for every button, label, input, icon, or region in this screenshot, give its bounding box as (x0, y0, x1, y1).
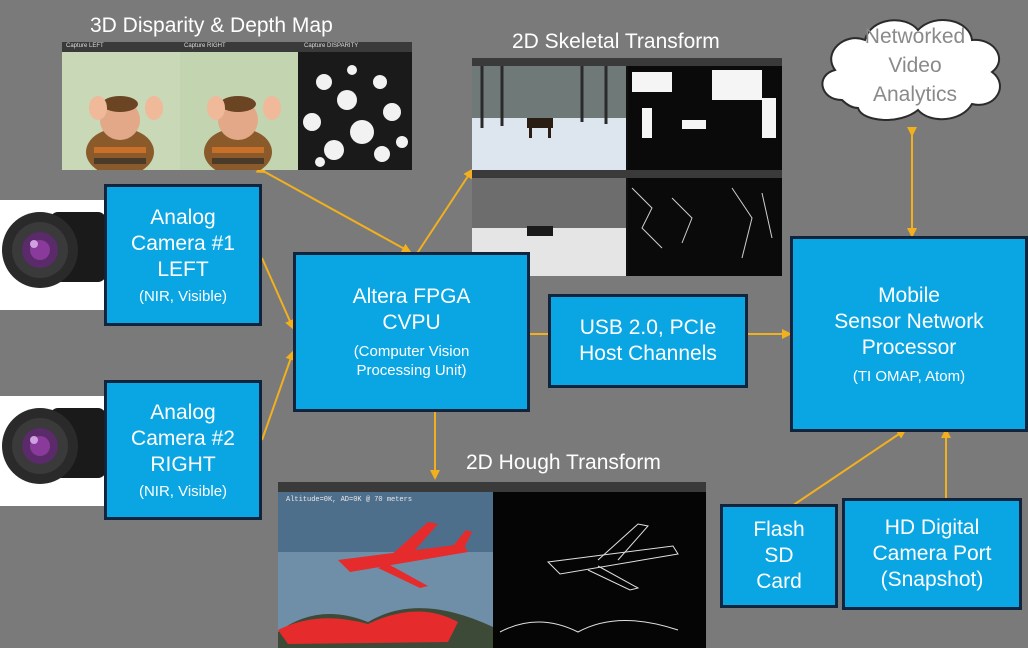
cloud-label: Networked Video Analytics (840, 22, 990, 109)
arrow-cam2-fpga (261, 350, 296, 441)
camera2-line2: Camera #2 (131, 426, 235, 450)
mobile-line1: Mobile (878, 283, 940, 307)
hdcam-line2: Camera Port (872, 542, 992, 565)
mobile-sensor-processor-box: Mobile Sensor Network Processor (TI OMAP… (790, 236, 1028, 432)
arrow-disparity-fpga (255, 163, 412, 253)
flash-line1: Flash (753, 518, 805, 541)
disparity-screenshot: Capture LEFT Capture RIGHT Capture DISPA… (62, 42, 412, 170)
camera2-line3: RIGHT (150, 452, 216, 476)
skeletal-screenshot (472, 58, 782, 276)
camera1-line3: LEFT (157, 257, 209, 281)
fpga-sub2: Processing Unit) (356, 362, 467, 379)
analog-camera-2-box: Analog Camera #2 RIGHT (NIR, Visible) (104, 380, 262, 520)
cloud-line1: Networked (864, 25, 966, 48)
arrow-flash-mobile (791, 428, 907, 507)
title-skeletal: 2D Skeletal Transform (512, 30, 720, 53)
mobile-sub: (TI OMAP, Atom) (852, 367, 966, 385)
title-disparity: 3D Disparity & Depth Map (90, 14, 333, 37)
camera2-sub: (NIR, Visible) (138, 482, 228, 500)
flash-line3: Card (756, 570, 802, 593)
analog-camera-1-box: Analog Camera #1 LEFT (NIR, Visible) (104, 184, 262, 326)
usb-line2: Host Channels (579, 342, 717, 365)
capture-right-label: Capture RIGHT (184, 43, 226, 49)
fpga-line1: Altera FPGA (352, 285, 471, 308)
flash-line2: SD (764, 544, 794, 567)
arrow-fpga-skeletal (409, 168, 474, 262)
camera1-line1: Analog (150, 205, 216, 229)
usb-line1: USB 2.0, PCIe (579, 316, 717, 339)
cloud-line3: Analytics (872, 83, 958, 106)
hd-digital-camera-port-box: HD Digital Camera Port (Snapshot) (842, 498, 1022, 610)
cloud-line2: Video (888, 54, 942, 77)
fpga-line2: CVPU (382, 311, 441, 334)
hough-screenshot: Altitude=0K, AD=0K @ 70 meters (278, 482, 706, 648)
hdcam-line1: HD Digital (884, 516, 980, 539)
arrow-cam1-fpga (261, 257, 295, 330)
usb-pcie-box: USB 2.0, PCIe Host Channels (548, 294, 748, 388)
camera-lens-icon-right (0, 396, 106, 506)
disparity-images (62, 52, 412, 170)
title-hough: 2D Hough Transform (466, 451, 661, 474)
camera1-sub: (NIR, Visible) (138, 287, 228, 305)
flash-sd-card-box: Flash SD Card (720, 504, 838, 608)
capture-disparity-label: Capture DISPARITY (304, 43, 359, 49)
altera-fpga-box: Altera FPGA CVPU (Computer Vision Proces… (293, 252, 530, 412)
skeletal-images (472, 58, 782, 276)
hough-images (278, 482, 706, 648)
mobile-line2: Sensor Network (834, 309, 984, 333)
fpga-sub1: (Computer Vision (353, 343, 470, 360)
camera2-line1: Analog (150, 400, 216, 424)
capture-left-label: Capture LEFT (66, 43, 104, 49)
camera-lens-icon-left (0, 200, 106, 310)
hdcam-line3: (Snapshot) (880, 568, 984, 591)
mobile-line3: Processor (861, 335, 957, 359)
hough-overlay-text: Altitude=0K, AD=0K @ 70 meters (286, 496, 413, 504)
camera1-line2: Camera #1 (131, 231, 235, 255)
